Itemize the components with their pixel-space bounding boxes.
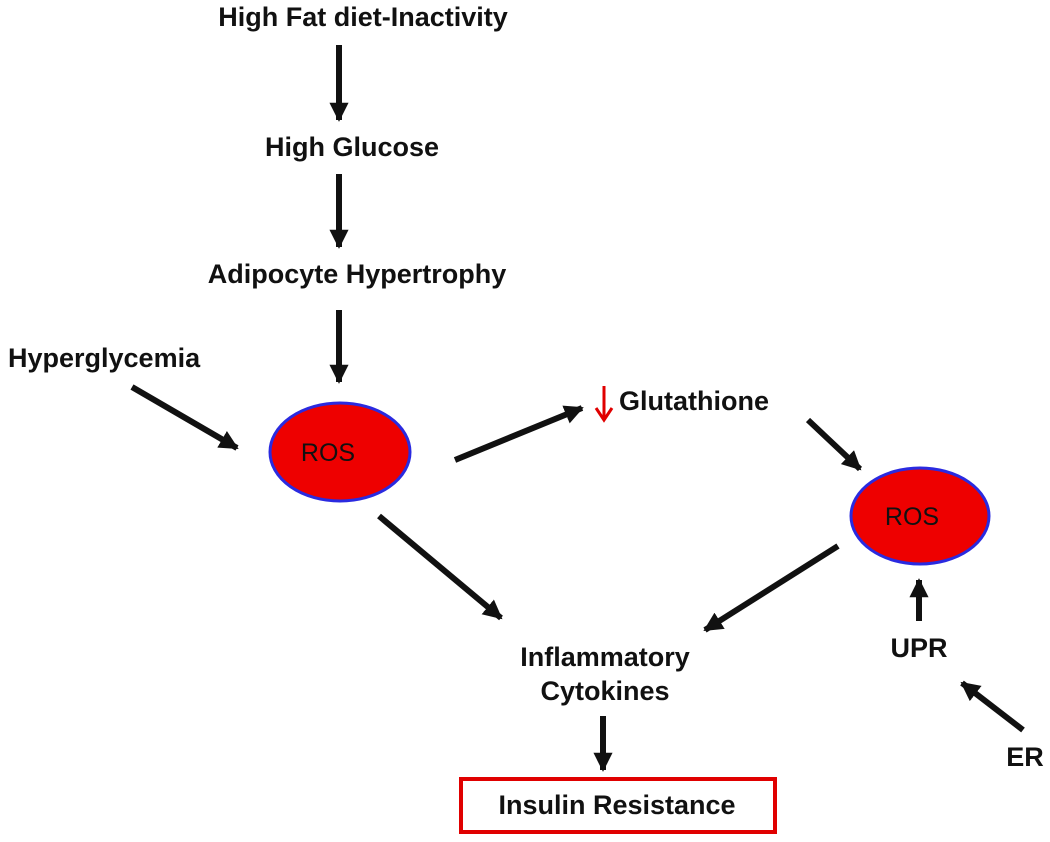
insulin-resistance-label: Insulin Resistance bbox=[498, 790, 735, 820]
ros-right-ellipse bbox=[849, 466, 991, 566]
arrow-ros-right-to-inflammatory bbox=[703, 543, 840, 633]
arrow-glutathione-to-ros-right bbox=[805, 417, 863, 472]
inflammatory-line2: Cytokines bbox=[540, 676, 669, 706]
ros-left-ellipse bbox=[268, 401, 412, 503]
ros-left-label: ROS bbox=[301, 439, 355, 467]
node-ros-right: ROS bbox=[849, 466, 991, 566]
node-glutathione: Glutathione bbox=[594, 386, 769, 423]
node-ros-left: ROS bbox=[268, 401, 412, 503]
arrow-ros-to-inflammatory bbox=[377, 513, 503, 621]
decrease-arrow-icon bbox=[594, 386, 614, 423]
ros-right-label: ROS bbox=[885, 503, 939, 531]
node-er: ER bbox=[1006, 742, 1044, 772]
node-insulin-resistance: Insulin Resistance bbox=[459, 777, 777, 834]
inflammatory-line1: Inflammatory bbox=[520, 642, 690, 672]
node-upr: UPR bbox=[890, 633, 947, 663]
insulin-resistance-box bbox=[459, 777, 777, 834]
node-high-fat-diet: High Fat diet-Inactivity bbox=[218, 2, 508, 32]
node-adipocyte-hypertrophy: Adipocyte Hypertrophy bbox=[208, 259, 507, 289]
arrow-er-to-upr bbox=[960, 680, 1025, 733]
node-high-glucose: High Glucose bbox=[265, 132, 439, 162]
arrow-hyperglycemia-to-ros bbox=[130, 384, 239, 451]
arrow-ros-to-glutathione bbox=[453, 405, 584, 463]
glutathione-label: Glutathione bbox=[619, 386, 769, 416]
node-hyperglycemia: Hyperglycemia bbox=[8, 343, 201, 373]
node-inflammatory-cytokines: Inflammatory Cytokines bbox=[520, 642, 690, 706]
